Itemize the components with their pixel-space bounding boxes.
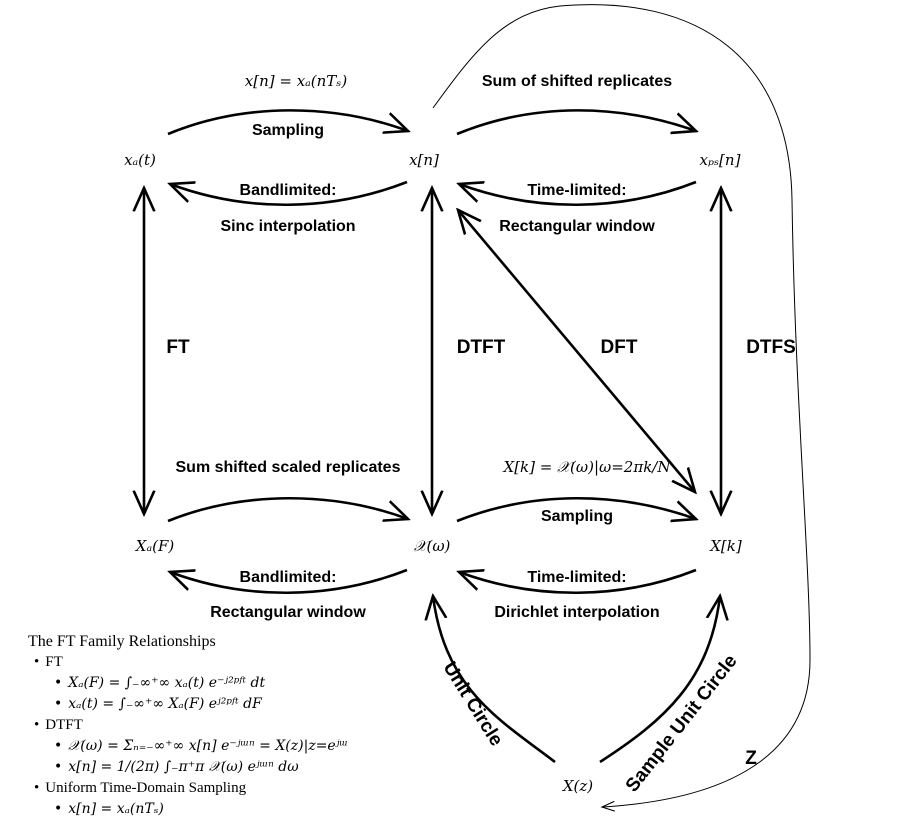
bullet-icon: • [34, 654, 40, 670]
legend-formula: • x[n] = xₐ(nTₛ) [28, 799, 428, 819]
legend-section-text: DTFT [45, 717, 83, 733]
bullet-icon: • [54, 738, 63, 754]
label-bandlimited-bottom: Bandlimited: [240, 569, 337, 586]
legend-section-label: • FT [28, 652, 428, 673]
label-sampling-top: Sampling [252, 122, 324, 139]
bullet-icon: • [34, 717, 40, 733]
legend-section-text: Uniform Time-Domain Sampling [45, 780, 247, 796]
label-sampling-bottom: Sampling [541, 508, 613, 525]
label-sample-unit-circle: Sample Unit Circle [622, 651, 742, 796]
label-sum-scaled-replicates: Sum shifted scaled replicates [176, 459, 401, 476]
label-timelimited-bottom: Time-limited: [527, 569, 626, 586]
legend-title: The FT Family Relationships [28, 633, 216, 650]
arrow-z-loop [432, 4, 811, 807]
bullet-icon: • [34, 780, 40, 796]
arrow-dft [458, 210, 695, 492]
node-x-k: X[k] [709, 537, 742, 555]
arrow-sampling-bottom [456, 496, 696, 521]
legend-body: • FT • Xₐ(F) = ∫₋∞⁺∞ xₐ(t) e⁻ʲ²ᵖᶠᵗ dt • xₐ(t)… [28, 652, 428, 819]
arrow-sum-shifted-replicates [456, 109, 696, 136]
legend-formula: • 𝒳(ω) = Σₙ₌₋∞⁺∞ x[n] e⁻ʲᵚⁿ = X(z)|z=eʲᵚ [28, 736, 428, 757]
arrow-sampling-top [167, 109, 408, 136]
bullet-icon: • [54, 801, 63, 817]
label-sinc-interpolation: Sinc interpolation [220, 218, 355, 235]
node-xps-n: xₚₛ[n] [700, 151, 741, 169]
node-x-z: X(z) [562, 777, 593, 795]
label-dft-eq: X[k] = 𝒳(ω)|ω=2πk/N [503, 458, 672, 476]
legend-section-text: FT [45, 654, 63, 670]
legend-formula: • Xₐ(F) = ∫₋∞⁺∞ xₐ(t) e⁻ʲ²ᵖᶠᵗ dt [28, 673, 428, 694]
bullet-icon: • [54, 696, 63, 712]
legend-section-label: • Uniform Time-Domain Sampling [28, 778, 428, 799]
label-dirichlet-interpolation: Dirichlet interpolation [494, 604, 659, 621]
node-x-omega: 𝒳(ω) [414, 537, 451, 555]
legend-formula: • xₐ(t) = ∫₋∞⁺∞ Xₐ(F) eʲ²ᵖᶠᵗ dF [28, 694, 428, 715]
arrow-unit-circle [433, 596, 556, 764]
legend-formula: • x[n] = 1/(2π) ∫₋π⁺π 𝒳(ω) eʲᵚⁿ dω [28, 757, 428, 778]
relationships-legend: The FT Family Relationships • FT • Xₐ(F) = … [28, 631, 428, 819]
arrow-timelimited-top [459, 180, 697, 207]
label-rect-window-bottom: Rectangular window [210, 604, 366, 621]
arrow-bandlimited-top [170, 180, 408, 207]
label-bandlimited-top: Bandlimited: [240, 182, 337, 199]
node-xa-f: Xₐ(F) [135, 537, 175, 555]
label-dtfs: DTFS [746, 337, 796, 358]
bullet-icon: • [54, 675, 63, 691]
arrow-sum-scaled-replicates [167, 496, 408, 523]
legend-section-label: • DTFT [28, 715, 428, 736]
label-sum-shifted-replicates: Sum of shifted replicates [482, 73, 672, 90]
legend-formula-text: x[n] = 1/(2π) ∫₋π⁺π 𝒳(ω) eʲᵚⁿ dω [68, 759, 299, 775]
label-sampling-top-eq: x[n] = xₐ(nTₛ) [245, 72, 348, 90]
label-dtft: DTFT [457, 337, 506, 358]
arrow-timelimited-bottom [459, 568, 697, 595]
legend-formula-text: xₐ(t) = ∫₋∞⁺∞ Xₐ(F) eʲ²ᵖᶠᵗ dF [68, 696, 262, 712]
node-xa-t: xₐ(t) [124, 151, 156, 169]
legend-formula-text: x[n] = xₐ(nTₛ) [68, 801, 164, 817]
label-timelimited-top: Time-limited: [527, 182, 626, 199]
label-unit-circle: Unit Circle [439, 658, 507, 750]
label-ft: FT [166, 337, 190, 358]
node-x-n: x[n] [409, 151, 439, 169]
legend-formula-text: 𝒳(ω) = Σₙ₌₋∞⁺∞ x[n] e⁻ʲᵚⁿ = X(z)|z=eʲᵚ [68, 738, 349, 754]
label-dft: DFT [601, 337, 638, 358]
legend-formula-text: Xₐ(F) = ∫₋∞⁺∞ xₐ(t) e⁻ʲ²ᵖᶠᵗ dt [68, 675, 266, 691]
label-z: Z [745, 748, 757, 769]
bullet-icon: • [54, 759, 63, 775]
label-rect-window-top: Rectangular window [499, 218, 655, 235]
arrow-sample-unit-circle [599, 596, 720, 764]
arrow-bandlimited-bottom [170, 568, 408, 595]
